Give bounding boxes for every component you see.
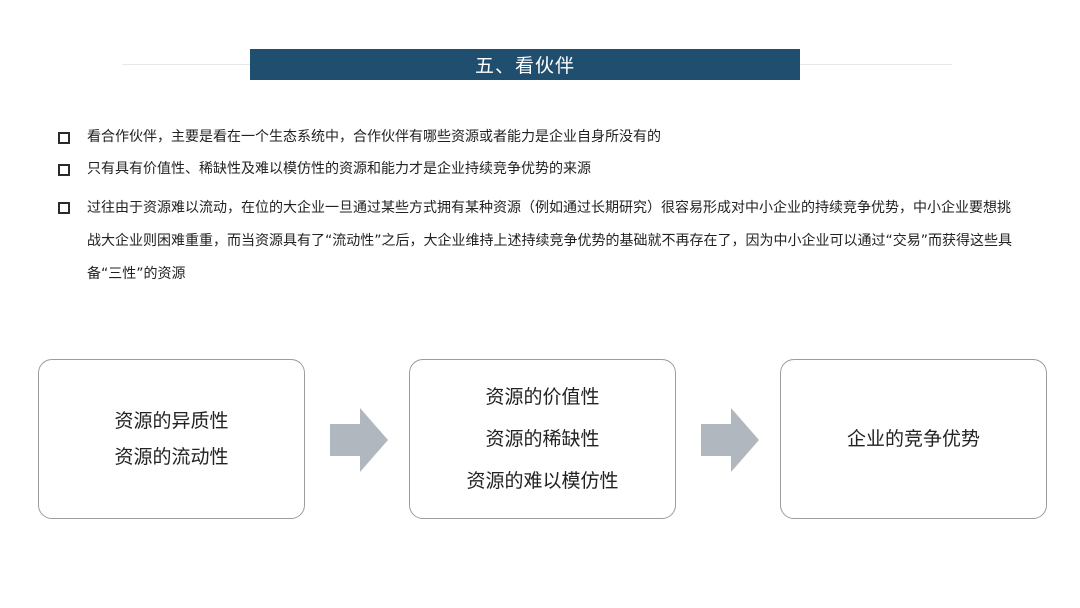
list-item: 只有具有价值性、稀缺性及难以模仿性的资源和能力才是企业持续竞争优势的来源 xyxy=(58,154,1018,184)
box-line: 企业的竞争优势 xyxy=(846,428,980,450)
box-line: 资源的流动性 xyxy=(114,446,229,468)
list-item: 看合作伙伴，主要是看在一个生态系统中，合作伙伴有哪些资源或者能力是企业自身所没有… xyxy=(58,122,1018,152)
right-arrow-icon xyxy=(701,408,759,472)
square-bullet-icon xyxy=(58,202,70,214)
bullet-text: 只有具有价值性、稀缺性及难以模仿性的资源和能力才是企业持续竞争优势的来源 xyxy=(87,161,591,177)
right-arrow-icon xyxy=(330,408,388,472)
square-bullet-icon xyxy=(58,164,70,176)
box-line: 资源的价值性 xyxy=(485,386,600,408)
flow-box-resources-source: 资源的异质性 资源的流动性 xyxy=(38,359,305,519)
box-line: 资源的稀缺性 xyxy=(485,428,600,450)
flow-box-competitive-advantage: 企业的竞争优势 xyxy=(780,359,1047,519)
bullet-text: 过往由于资源难以流动，在位的大企业一旦通过某些方式拥有某种资源（例如通过长期研究… xyxy=(87,200,1013,282)
box-line: 资源的异质性 xyxy=(114,410,229,432)
square-bullet-icon xyxy=(58,132,70,144)
list-item: 过往由于资源难以流动，在位的大企业一旦通过某些方式拥有某种资源（例如通过长期研究… xyxy=(58,192,1018,291)
bullet-text: 看合作伙伴，主要是看在一个生态系统中，合作伙伴有哪些资源或者能力是企业自身所没有… xyxy=(87,129,661,145)
title-banner: 五、看伙伴 xyxy=(250,49,800,80)
bullet-list: 看合作伙伴，主要是看在一个生态系统中，合作伙伴有哪些资源或者能力是企业自身所没有… xyxy=(58,122,1018,293)
page-title: 五、看伙伴 xyxy=(474,55,575,77)
flow-box-resource-traits: 资源的价值性 资源的稀缺性 资源的难以模仿性 xyxy=(409,359,676,519)
box-line: 资源的难以模仿性 xyxy=(466,470,619,492)
